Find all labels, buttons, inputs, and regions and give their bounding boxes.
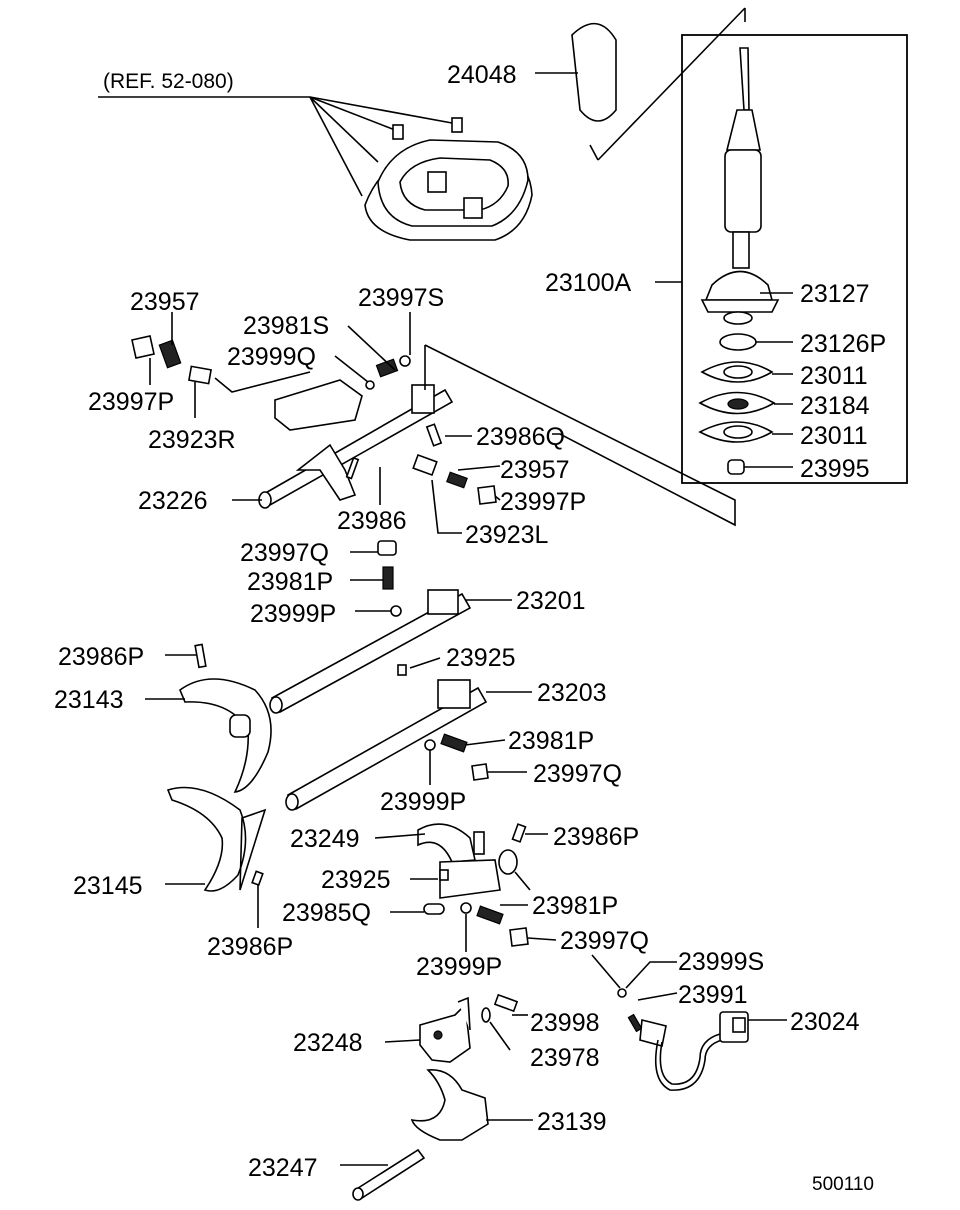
lower-center-leader-lines [374,833,557,952]
label-23991: 23991 [678,981,748,1009]
drawing-code: 500110 [812,1174,874,1195]
label-23201: 23201 [516,587,586,615]
label-23978: 23978 [530,1044,600,1072]
label-23997P-mid: 23997P [500,488,586,516]
label-23999Q: 23999Q [227,343,316,371]
label-23139: 23139 [537,1108,607,1136]
label-23981S: 23981S [243,312,329,340]
label-23184: 23184 [800,392,870,420]
label-23011-lower: 23011 [800,422,868,450]
label-23247: 23247 [248,1154,318,1182]
label-23923R: 23923R [148,426,236,454]
shift-lever-drawing [698,47,780,475]
label-23986P-left: 23986P [58,643,144,671]
label-23923L: 23923L [465,521,549,549]
label-23145: 23145 [73,872,143,900]
shift-forks-drawing [166,643,272,892]
label-23203: 23203 [537,679,607,707]
upper-linkage-drawing [131,335,497,509]
label-24048: 24048 [447,61,517,89]
label-23100A: 23100A [545,269,632,297]
label-23957-top: 23957 [130,288,200,316]
shift-rods-drawing [269,540,489,811]
lower-center-drawing [417,823,529,947]
upper-leader-lines [149,312,736,534]
label-23999P-bottom: 23999P [416,953,502,981]
label-23011-upper: 23011 [800,362,868,390]
middle-leader-lines [350,551,532,785]
switch-drawing [617,988,749,1091]
label-23981P-lower: 23981P [532,892,618,920]
label-23999P-lower: 23999P [380,788,466,816]
label-23986Q: 23986Q [476,423,565,451]
label-23126P: 23126P [800,330,886,358]
knob-break-lines [589,7,746,161]
label-23995: 23995 [800,455,870,483]
label-23997S: 23997S [358,284,444,312]
switch-leader-lines [591,954,787,1021]
label-23986P-right: 23986P [553,823,639,851]
label-23998: 23998 [530,1009,600,1037]
left-leader-lines [145,654,259,928]
shift-knob [571,22,617,122]
label-23981P-mid: 23981P [247,568,333,596]
label-23024: 23024 [790,1008,860,1036]
label-23997Q-right: 23997Q [533,760,622,788]
label-23248: 23248 [293,1029,363,1057]
label-23925-top: 23925 [446,644,516,672]
boot-drawing [98,96,533,241]
label-23986: 23986 [337,507,407,535]
reference-label: (REF. 52-080) [103,70,234,93]
label-23997Q-lower: 23997Q [560,927,649,955]
bottom-leader-lines [340,1014,533,1166]
lever-assembly-frame [681,34,908,484]
label-23985Q: 23985Q [282,899,371,927]
lever-leader-lines [655,281,793,468]
label-23999S: 23999S [678,948,764,976]
label-23997Q-mid: 23997Q [240,539,329,567]
label-23997P-top: 23997P [88,388,174,416]
label-23226: 23226 [138,487,208,515]
label-23249: 23249 [290,825,360,853]
label-23925-lower: 23925 [321,866,391,894]
bottom-drawing [352,993,519,1201]
label-23127: 23127 [800,280,870,308]
label-23981P-right: 23981P [508,727,594,755]
label-23999P-mid: 23999P [250,600,336,628]
label-23957-mid: 23957 [500,456,570,484]
label-23986P-bottom: 23986P [207,933,293,961]
label-23143: 23143 [54,686,124,714]
